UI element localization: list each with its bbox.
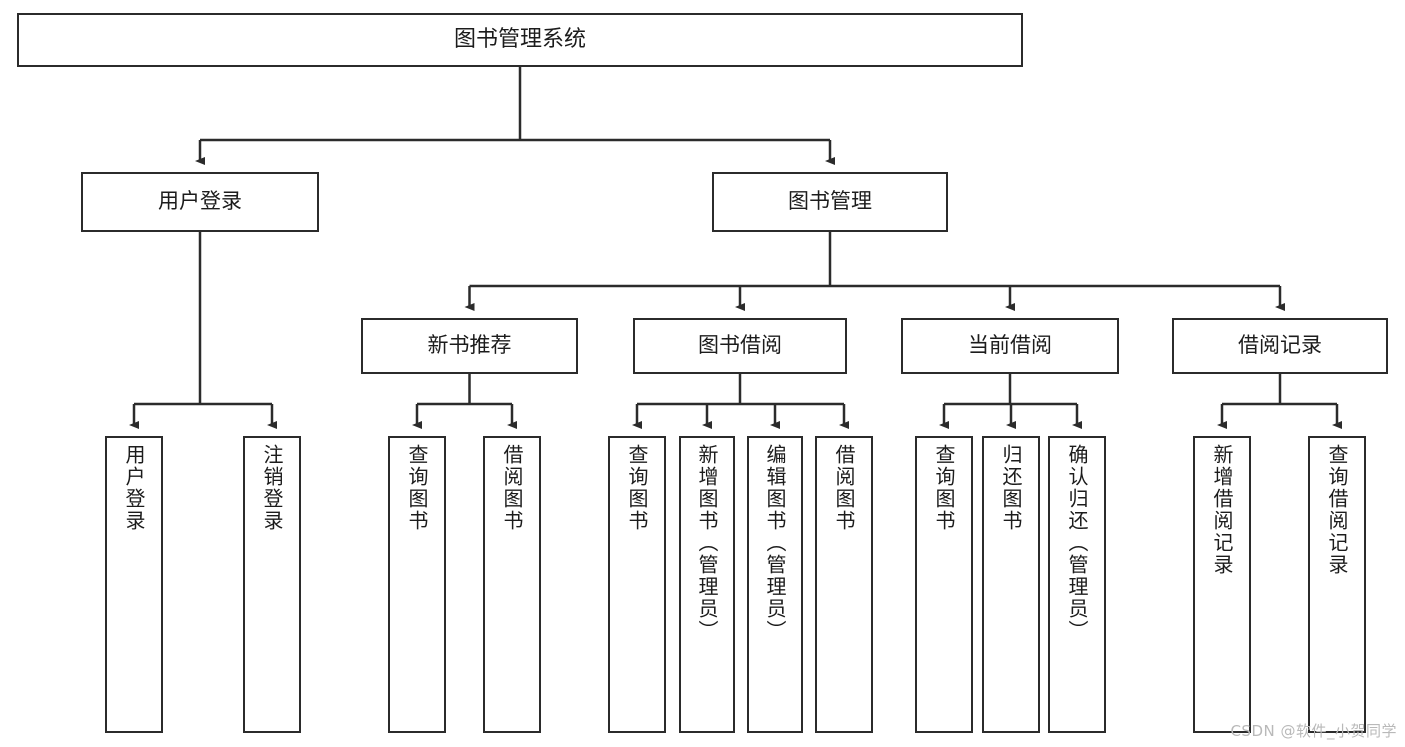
leaf-user-logout[interactable]: 注销登录 [243,436,301,733]
node-label: 借阅记录 [1238,333,1322,358]
node-label: 查询图书 [932,444,956,532]
leaf-recommend-query-book[interactable]: 查询图书 [388,436,446,733]
leaf-current-return-book[interactable]: 归还图书 [982,436,1040,733]
leaf-current-confirm-return[interactable]: 确认归还（管理员） [1048,436,1106,733]
node-label: 用户登录 [122,444,146,532]
leaf-record-query[interactable]: 查询借阅记录 [1308,436,1366,733]
node-current-borrow[interactable]: 当前借阅 [901,318,1119,374]
node-user-login[interactable]: 用户登录 [81,172,319,232]
node-label: 编辑图书（管理员） [763,444,787,642]
leaf-borrow-edit-book[interactable]: 编辑图书（管理员） [747,436,803,733]
node-label: 图书管理 [788,189,872,214]
leaf-borrow-borrow-book[interactable]: 借阅图书 [815,436,873,733]
node-label: 新增借阅记录 [1210,444,1234,576]
leaf-borrow-query-book[interactable]: 查询图书 [608,436,666,733]
node-label: 查询图书 [625,444,649,532]
node-new-book-recommend[interactable]: 新书推荐 [361,318,578,374]
node-label: 新书推荐 [427,333,512,358]
node-label: 当前借阅 [968,333,1052,358]
node-borrow-record[interactable]: 借阅记录 [1172,318,1388,374]
node-label: 查询借阅记录 [1325,444,1349,576]
node-label: 图书管理系统 [453,26,586,52]
leaf-record-add[interactable]: 新增借阅记录 [1193,436,1251,733]
leaf-recommend-borrow-book[interactable]: 借阅图书 [483,436,541,733]
node-book-manage[interactable]: 图书管理 [712,172,948,232]
node-root[interactable]: 图书管理系统 [17,13,1023,67]
watermark: CSDN @软件_小贺同学 [1230,722,1397,740]
node-label: 归还图书 [999,444,1023,532]
node-label: 借阅图书 [500,444,524,532]
node-label: 图书借阅 [698,333,782,358]
node-label: 查询图书 [405,444,429,532]
node-label: 借阅图书 [832,444,856,532]
node-label: 确认归还（管理员） [1065,444,1089,642]
leaf-user-login[interactable]: 用户登录 [105,436,163,733]
node-book-borrow[interactable]: 图书借阅 [633,318,847,374]
node-label: 新增图书（管理员） [695,444,719,642]
node-label: 用户登录 [158,189,242,214]
node-label: 注销登录 [260,444,284,532]
leaf-current-query-book[interactable]: 查询图书 [915,436,973,733]
leaf-borrow-add-book[interactable]: 新增图书（管理员） [679,436,735,733]
